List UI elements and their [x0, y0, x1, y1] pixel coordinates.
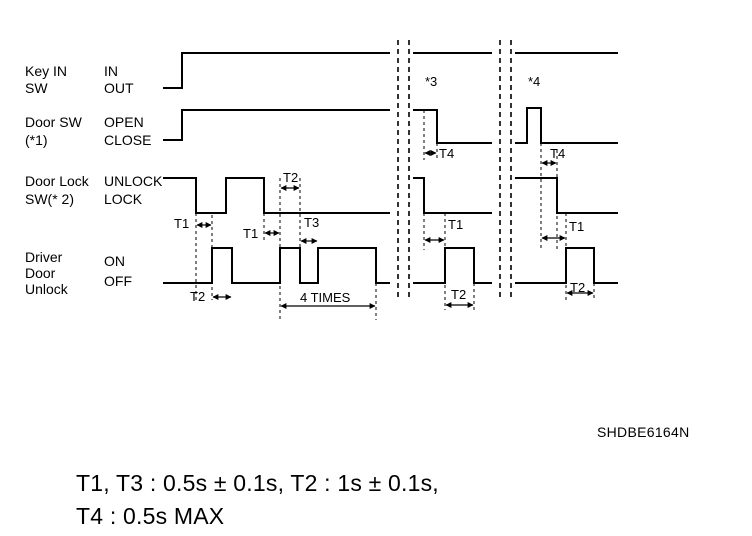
case-4-label: *4	[528, 74, 540, 89]
t2-label: T2	[451, 287, 466, 302]
door-lock-sw-label-line2: SW(* 2)	[25, 191, 74, 207]
t1-label: T1	[174, 216, 189, 231]
driver-door-unlock-waveform	[413, 247, 492, 284]
key-in-sw-label-line1: Key IN	[25, 63, 67, 79]
t1-label: T1	[569, 219, 584, 234]
t2-label: T2	[570, 280, 585, 295]
door-lock-state-low: LOCK	[104, 191, 143, 207]
t4-label: T4	[439, 146, 454, 161]
door-sw-waveform	[163, 109, 390, 141]
door-sw-label-line2: (*1)	[25, 132, 48, 148]
door-lock-sw-waveform	[163, 177, 390, 214]
t1-label: T1	[448, 217, 463, 232]
driver-door-unlock-label-line3: Unlock	[25, 281, 69, 297]
t2-label: T2	[190, 289, 205, 304]
t1-label: T1	[243, 226, 258, 241]
timing-note-line-2: T4 : 0.5s MAX	[76, 503, 225, 529]
door-lock-sw-label-line1: Door Lock	[25, 173, 90, 189]
door-sw-label-line1: Door SW	[25, 114, 83, 130]
door-sw-waveform	[413, 109, 492, 144]
driver-door-unlock-label-line2: Door	[25, 265, 56, 281]
case-3-label: *3	[425, 74, 437, 89]
driver-door-unlock-waveform	[515, 247, 618, 284]
door-sw-state-low: CLOSE	[104, 132, 151, 148]
driver-unlock-state-low: OFF	[104, 273, 132, 289]
key-in-sw-waveform	[163, 52, 390, 89]
t3-label: T3	[304, 215, 319, 230]
door-lock-state-high: UNLOCK	[104, 173, 163, 189]
driver-unlock-state-high: ON	[104, 253, 125, 269]
figure-code: SHDBE6164N	[597, 424, 690, 440]
door-sw-state-high: OPEN	[104, 114, 144, 130]
key-in-sw-label-line2: SW	[25, 80, 48, 96]
door-lock-sw-waveform	[515, 177, 618, 214]
driver-door-unlock-waveform	[163, 247, 390, 284]
t4-label: T4	[550, 146, 565, 161]
four-times-label: 4 TIMES	[300, 290, 351, 305]
driver-door-unlock-label-line1: Driver	[25, 249, 63, 265]
key-in-state-high: IN	[104, 63, 118, 79]
key-in-state-low: OUT	[104, 80, 134, 96]
door-lock-sw-waveform	[413, 177, 492, 214]
timing-note-line-1: T1, T3 : 0.5s ± 0.1s, T2 : 1s ± 0.1s,	[76, 470, 439, 496]
door-sw-waveform	[515, 107, 618, 144]
t2-label: T2	[283, 170, 298, 185]
